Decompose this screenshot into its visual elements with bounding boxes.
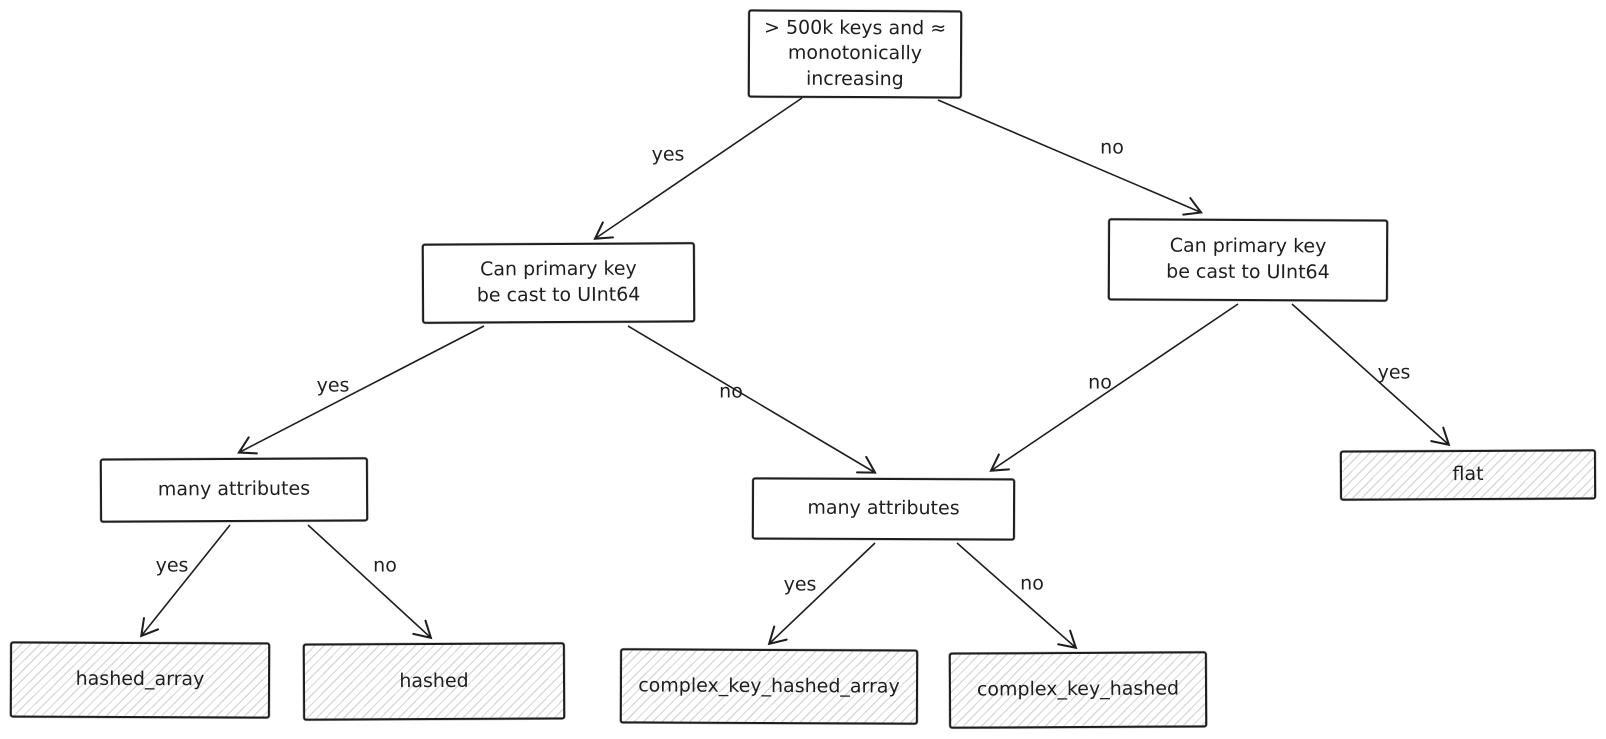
edge-root-cast-left bbox=[593, 97, 803, 240]
node-cast-left: Can primary key be cast to UInt64 bbox=[421, 242, 696, 324]
node-complex-key-hashed-array: complex_key_hashed_array bbox=[619, 648, 919, 725]
edge-root-cast-right bbox=[937, 99, 1203, 216]
edge-many-left-hashed bbox=[307, 524, 433, 640]
node-label: hashed bbox=[399, 669, 469, 692]
node-label: hashed_array bbox=[75, 667, 205, 691]
edge-cast-left-many-middle bbox=[627, 325, 877, 474]
edge-label-no: no bbox=[373, 554, 397, 577]
edge-label-no: no bbox=[1020, 572, 1044, 595]
edge-many-middle-ckh bbox=[956, 542, 1078, 650]
edge-cast-right-flat bbox=[1291, 303, 1451, 447]
edge-cast-right-many-middle bbox=[989, 303, 1239, 472]
node-label: many attributes bbox=[807, 496, 960, 520]
edge-label-yes: yes bbox=[783, 573, 817, 596]
edge-label-yes: yes bbox=[651, 143, 685, 166]
node-label: > 500k keys and ≈ monotonically increasi… bbox=[763, 16, 947, 91]
node-label: flat bbox=[1452, 463, 1484, 486]
node-label: many attributes bbox=[157, 477, 311, 501]
node-label: Can primary key be cast to UInt64 bbox=[476, 257, 641, 307]
node-label: complex_key_hashed_array bbox=[638, 674, 900, 698]
node-many-attributes-middle: many attributes bbox=[751, 477, 1016, 541]
node-hashed-array: hashed_array bbox=[9, 641, 271, 719]
node-root: > 500k keys and ≈ monotonically increasi… bbox=[747, 9, 963, 99]
node-label: Can primary key be cast to UInt64 bbox=[1166, 235, 1330, 284]
edge-label-yes: yes bbox=[316, 374, 350, 397]
node-label: complex_key_hashed bbox=[976, 677, 1180, 701]
edge-many-left-hashed-array bbox=[139, 524, 231, 638]
node-cast-right: Can primary key be cast to UInt64 bbox=[1107, 218, 1389, 302]
node-hashed: hashed bbox=[302, 642, 566, 721]
node-complex-key-hashed: complex_key_hashed bbox=[948, 651, 1208, 729]
edge-label-yes: yes bbox=[155, 554, 189, 577]
node-many-attributes-left: many attributes bbox=[99, 457, 369, 523]
edge-label-no: no bbox=[1100, 136, 1124, 159]
edge-label-no: no bbox=[1088, 371, 1112, 394]
node-flat: flat bbox=[1339, 449, 1597, 501]
edge-label-no: no bbox=[719, 380, 743, 403]
edge-cast-left-many-left bbox=[237, 325, 485, 455]
edge-label-yes: yes bbox=[1377, 361, 1411, 384]
